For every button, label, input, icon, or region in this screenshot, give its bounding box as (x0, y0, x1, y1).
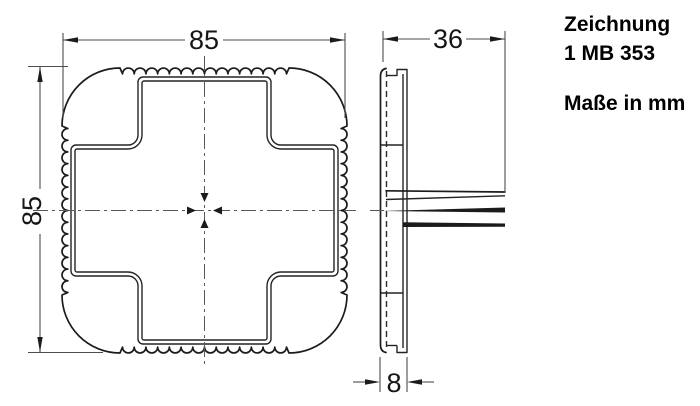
dim-side-flange-value: 8 (386, 368, 401, 398)
dim-side-flange: 8 (353, 357, 434, 398)
front-outer-contour (61, 67, 348, 354)
drawing-number: 1 MB 353 (564, 42, 655, 65)
front-cross-inner-line (74, 80, 335, 341)
front-centerlines (33, 56, 356, 364)
front-cross-outer-line (70, 76, 339, 345)
center-arrow-down (200, 193, 209, 202)
dim-side-depth: 36 (382, 24, 506, 193)
dim-arrow-right (490, 36, 505, 42)
dim-arrow-left (407, 379, 422, 385)
center-arrow-up (200, 219, 209, 228)
drawing-title: Zeichnung (564, 13, 670, 36)
front-view: 85 85 (17, 25, 356, 364)
dim-arrow-left (63, 37, 78, 43)
units-note: Maße in mm (564, 92, 685, 115)
prong-lower (403, 222, 505, 227)
dim-front-height-value: 85 (17, 196, 47, 226)
center-arrow-left (213, 206, 222, 215)
center-arrow-right (187, 206, 196, 215)
dim-side-depth-value: 36 (433, 24, 463, 54)
dim-front-width-value: 85 (189, 25, 219, 55)
side-view: 36 8 (353, 24, 506, 398)
dim-arrow-right (365, 379, 380, 385)
dim-arrow-up (37, 67, 43, 82)
side-prongs (381, 189, 506, 227)
dim-front-width: 85 (62, 25, 346, 118)
title-block: Zeichnung 1 MB 353 Maße in mm (564, 13, 685, 115)
dim-arrow-down (37, 337, 43, 352)
prong-middle (381, 207, 505, 213)
dim-arrow-left (383, 36, 398, 42)
dim-arrow-right (330, 37, 345, 43)
dim-front-height: 85 (17, 65, 103, 354)
